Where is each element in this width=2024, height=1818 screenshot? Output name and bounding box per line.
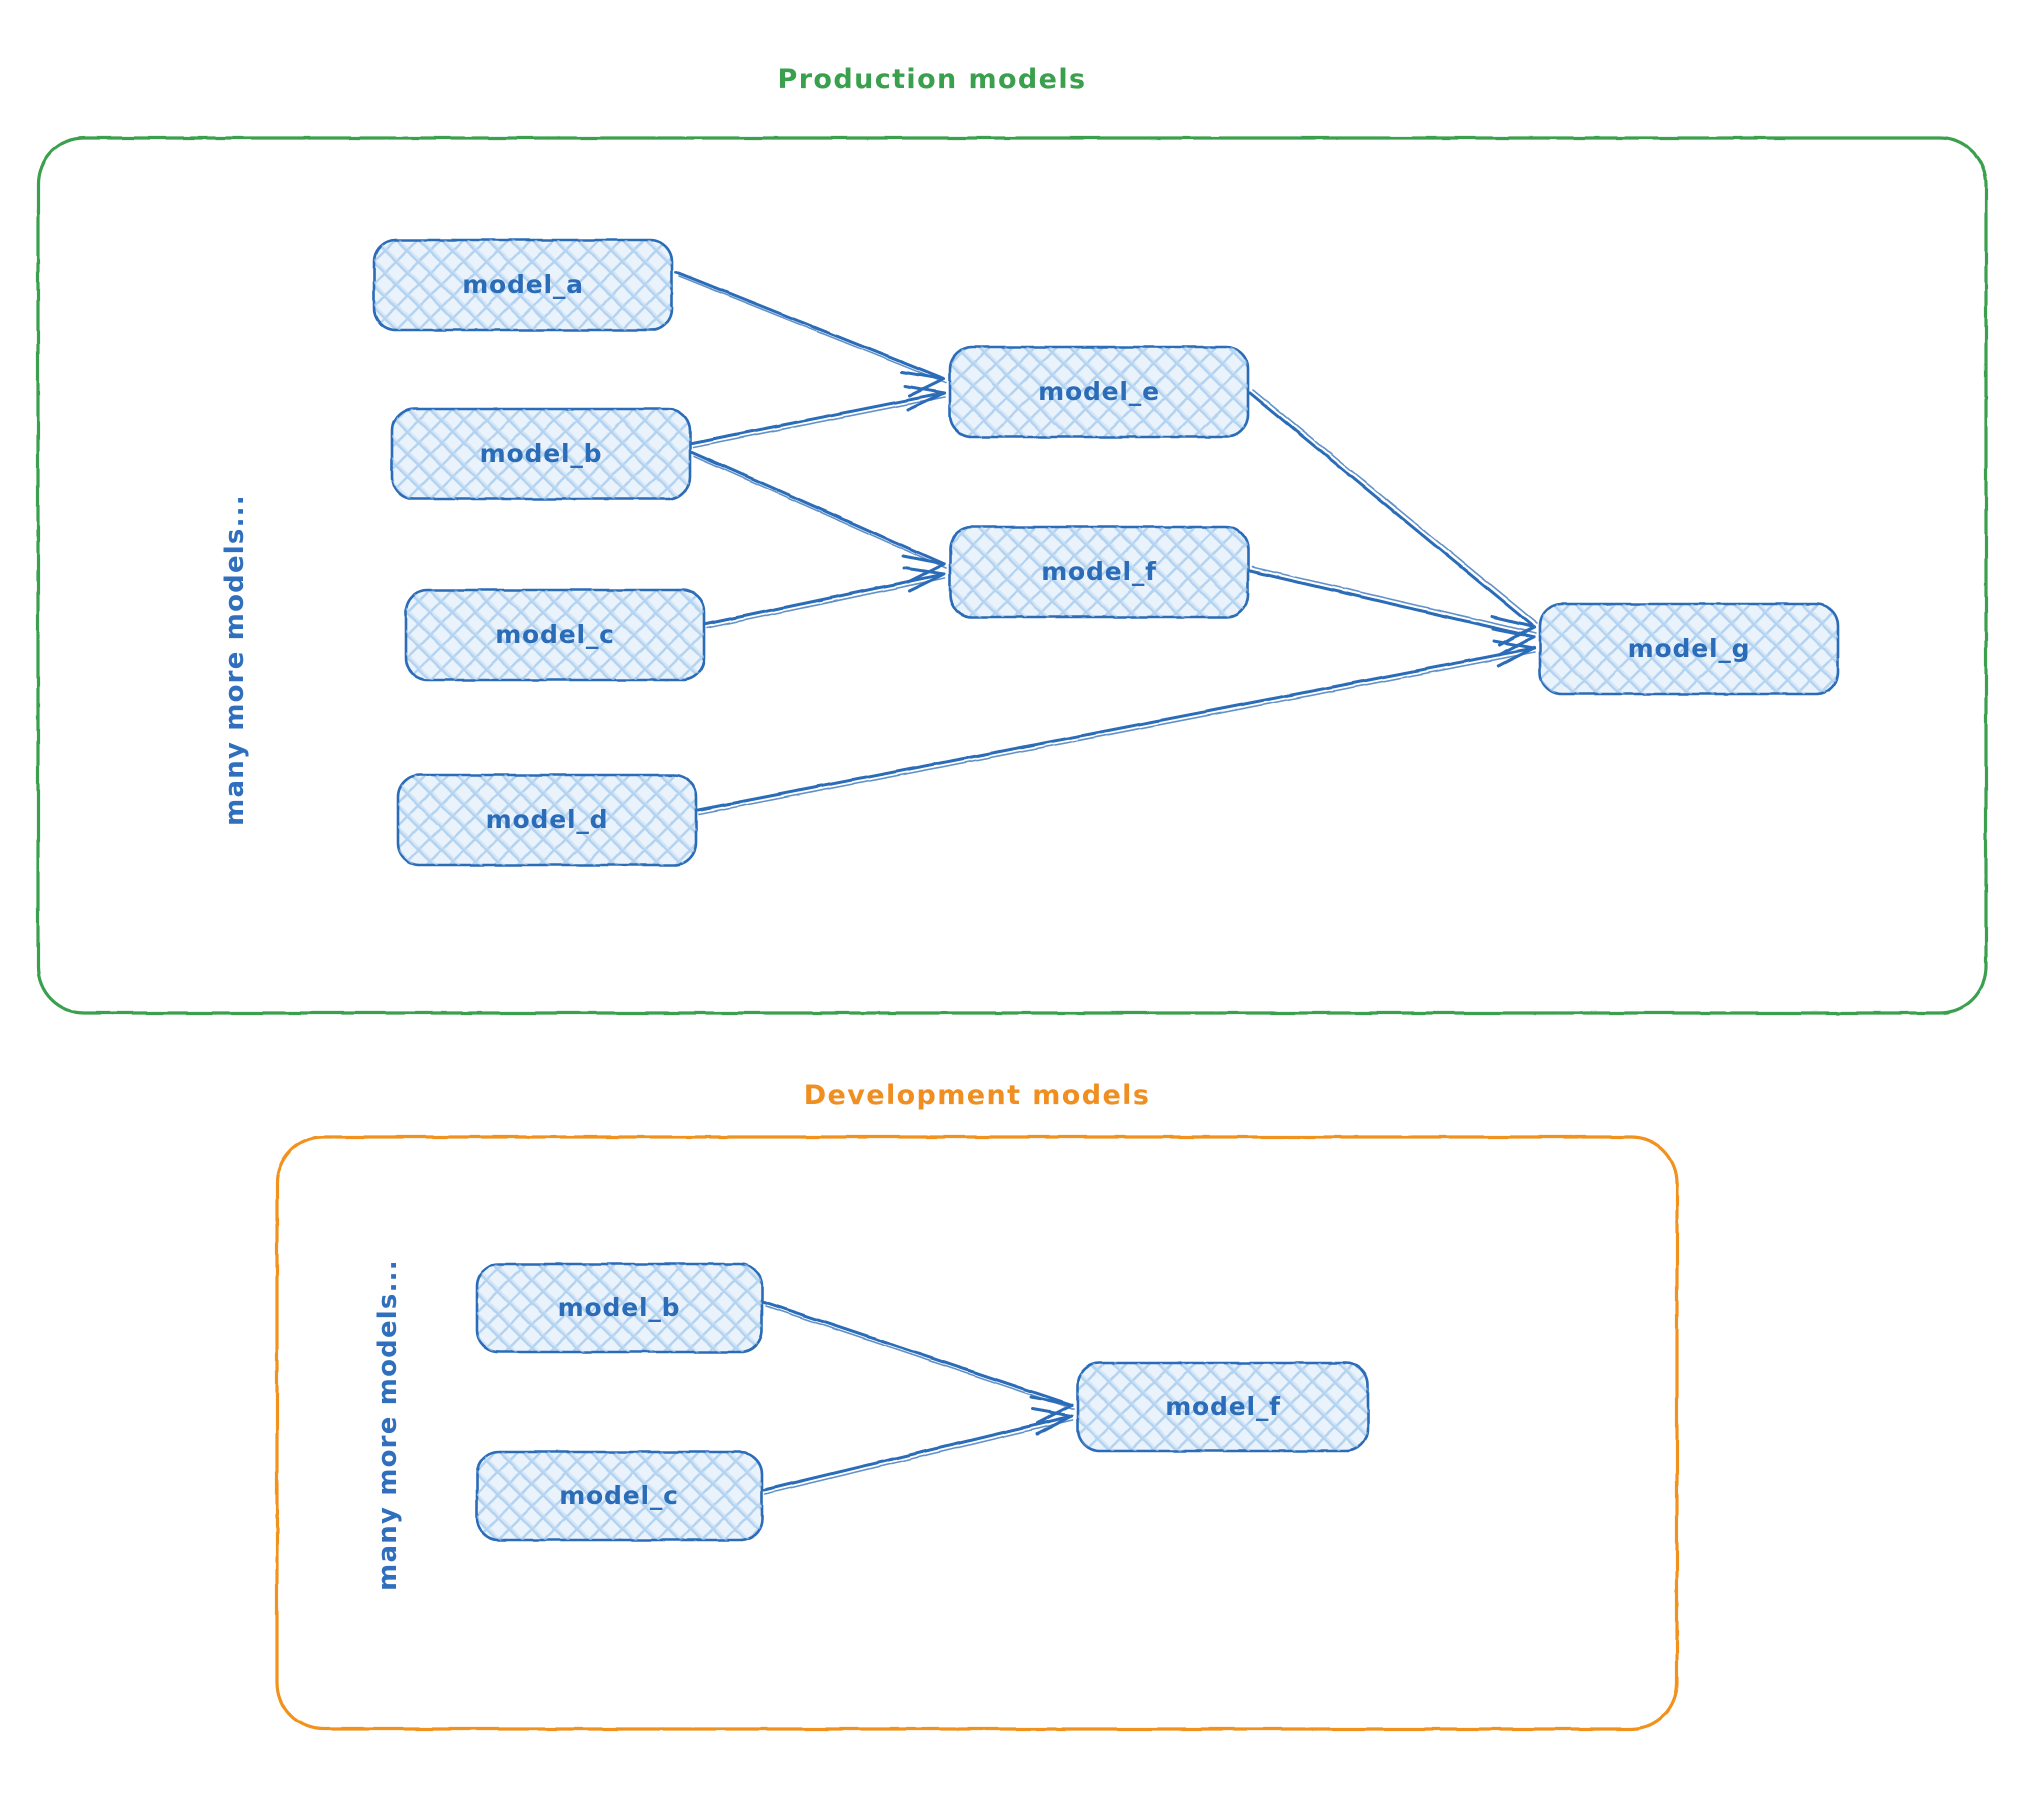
- edge-model_b-model_f: [690, 450, 947, 584]
- node-model_d[interactable]: model_d: [396, 773, 698, 867]
- node-label: model_e: [1038, 377, 1160, 406]
- production-group-border: [36, 136, 1988, 1015]
- node-model_b[interactable]: model_b: [390, 407, 692, 501]
- edge-model_b-model_e: [690, 384, 946, 448]
- edge-model_d-model_g: [696, 639, 1536, 815]
- production-side-label: many more models...: [220, 494, 250, 826]
- edge-dev_model_b-dev_model_f: [762, 1300, 1075, 1425]
- development-side-label: many more models...: [373, 1259, 403, 1591]
- development-group-title: Development models: [804, 1080, 1151, 1111]
- production-edges: [674, 270, 1538, 815]
- group-development: Development models many more models...: [275, 1080, 1679, 1731]
- node-label: model_f: [1165, 1392, 1281, 1421]
- node-dev-model_c[interactable]: model_c: [475, 1450, 764, 1542]
- node-model_a[interactable]: model_a: [372, 238, 674, 332]
- node-model_f[interactable]: model_f: [948, 525, 1250, 619]
- node-label: model_c: [559, 1481, 679, 1510]
- development-group-border: [275, 1135, 1679, 1731]
- edge-model_c-model_f: [704, 566, 946, 629]
- node-label: model_a: [462, 270, 584, 299]
- node-label: model_b: [558, 1293, 681, 1322]
- development-edges: [762, 1300, 1075, 1495]
- node-model_c[interactable]: model_c: [404, 588, 706, 682]
- node-model_g[interactable]: model_g: [1538, 602, 1840, 696]
- node-label: model_c: [495, 620, 615, 649]
- node-model_e[interactable]: model_e: [948, 345, 1250, 439]
- node-label: model_b: [480, 439, 603, 468]
- node-dev-model_f[interactable]: model_f: [1076, 1361, 1370, 1453]
- group-production: Production models many more models...: [36, 64, 1988, 1015]
- edge-model_a-model_e: [674, 270, 947, 398]
- node-label: model_d: [486, 805, 609, 834]
- node-dev-model_b[interactable]: model_b: [475, 1262, 764, 1354]
- node-label: model_f: [1041, 557, 1157, 586]
- edge-dev_model_c-dev_model_f: [762, 1407, 1074, 1495]
- edge-model_e-model_g: [1248, 389, 1538, 647]
- production-group-title: Production models: [778, 64, 1087, 95]
- node-label: model_g: [1628, 634, 1751, 663]
